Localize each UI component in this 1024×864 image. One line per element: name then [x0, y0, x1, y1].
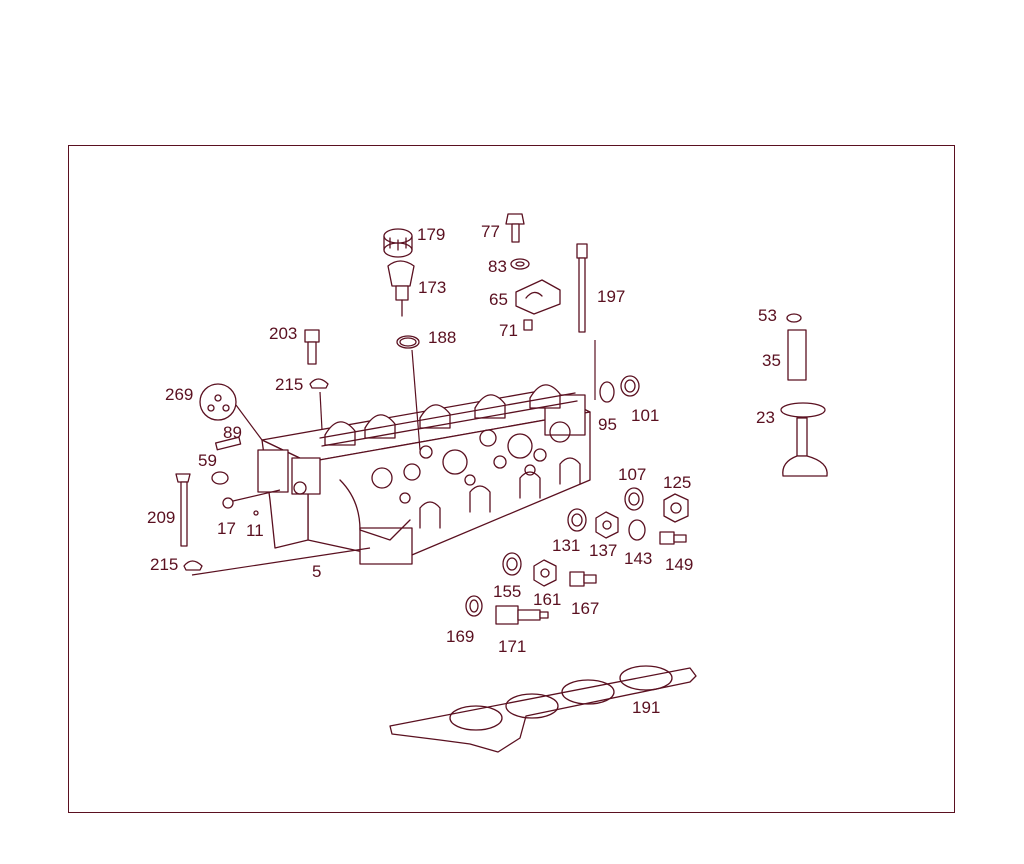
label-167: 167: [571, 599, 599, 618]
label-107: 107: [618, 465, 646, 484]
label-197: 197: [597, 287, 625, 306]
cylinder-head-part-5: [257, 384, 591, 565]
label-11: 11: [246, 521, 264, 540]
part-125-plug: [663, 493, 689, 523]
part-209-bolt: [175, 473, 191, 547]
part-65-bearing-cap: [515, 279, 561, 315]
label-23: 23: [756, 408, 775, 427]
part-161-plug: [533, 559, 557, 587]
label-188: 188: [428, 328, 456, 347]
part-83-washer: [510, 258, 530, 270]
label-137: 137: [589, 541, 617, 560]
label-53: 53: [758, 306, 777, 325]
part-11-dowel: [253, 510, 259, 516]
label-35: 35: [762, 351, 781, 370]
label-161: 161: [533, 590, 561, 609]
part-173-valve: [387, 260, 415, 317]
part-35-guide: [787, 329, 807, 381]
label-65: 65: [489, 290, 508, 309]
part-191-head-gasket: [389, 665, 697, 753]
label-149: 149: [665, 555, 693, 574]
part-77-bolt: [505, 213, 525, 243]
part-215-bracket-bottom: [183, 560, 203, 571]
part-17-plug: [222, 497, 234, 509]
label-203: 203: [269, 324, 297, 343]
part-89-pin: [214, 436, 242, 451]
label-71: 71: [499, 321, 518, 340]
part-53-collet: [786, 313, 802, 323]
label-179: 179: [417, 225, 445, 244]
label-125: 125: [663, 473, 691, 492]
label-215-bottom: 215: [150, 555, 178, 574]
part-179-filter: [383, 228, 413, 258]
part-131-ring: [567, 508, 587, 532]
label-89: 89: [223, 423, 242, 442]
label-169: 169: [446, 627, 474, 646]
label-143: 143: [624, 549, 652, 568]
label-77: 77: [481, 222, 500, 241]
label-155: 155: [493, 582, 521, 601]
part-101-plug: [620, 375, 640, 397]
part-188-seal-ring: [396, 335, 420, 349]
diagram-frame: [68, 145, 955, 813]
label-131: 131: [552, 536, 580, 555]
part-197-long-bolt: [576, 243, 596, 400]
part-169-ring: [465, 595, 483, 617]
label-173: 173: [418, 278, 446, 297]
part-71-sleeve: [523, 319, 533, 331]
label-83: 83: [488, 257, 507, 276]
label-215-top: 215: [275, 375, 303, 394]
part-59-plug: [211, 471, 229, 485]
label-101: 101: [631, 406, 659, 425]
part-215-bracket-top: [309, 378, 329, 389]
part-95-ring: [599, 381, 615, 403]
part-269-plate: [199, 383, 263, 441]
label-59: 59: [198, 451, 217, 470]
label-191: 191: [632, 698, 660, 717]
part-23-valve: [780, 402, 828, 477]
part-149-fitting: [659, 531, 687, 545]
part-143-ring: [628, 519, 646, 541]
part-137-plug: [595, 511, 619, 539]
label-269: 269: [165, 385, 193, 404]
part-155-ring: [502, 552, 522, 576]
label-17: 17: [217, 519, 236, 538]
label-5: 5: [312, 562, 321, 581]
part-203-bolt: [304, 329, 320, 365]
label-209: 209: [147, 508, 175, 527]
label-95: 95: [598, 415, 617, 434]
part-167-fitting: [569, 571, 597, 587]
label-171: 171: [498, 637, 526, 656]
part-171-sensor: [495, 605, 549, 625]
part-107-ring: [624, 487, 644, 511]
